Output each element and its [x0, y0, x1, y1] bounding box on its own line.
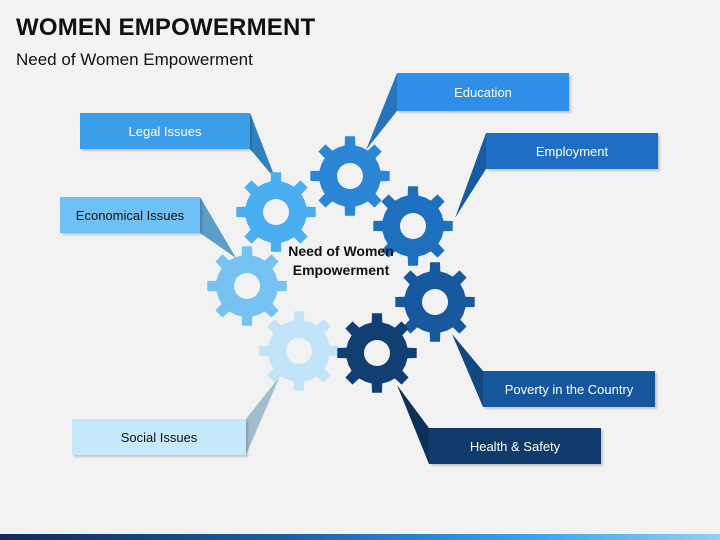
gear-icon-education [310, 136, 390, 216]
center-label: Need of Women Empowerment [288, 243, 394, 278]
label-box-social: Social Issues [72, 419, 246, 455]
label-box-health: Health & Safety [429, 428, 601, 464]
label-box-employment: Employment [486, 133, 658, 169]
connector-employment [455, 133, 486, 218]
label-box-economical: Economical Issues [60, 197, 200, 233]
label-box-education: Education [397, 73, 569, 111]
connector-poverty [452, 334, 483, 407]
gear-icon-social [259, 311, 339, 391]
connector-social [246, 376, 280, 455]
gear-icon-employment [373, 186, 453, 266]
gear-icon-economical [207, 246, 287, 326]
connector-legal [250, 113, 276, 180]
connector-education [366, 73, 397, 150]
label-box-poverty: Poverty in the Country [483, 371, 655, 407]
page-subtitle: Need of Women Empowerment [16, 50, 253, 69]
connector-economical [200, 197, 236, 258]
page-title: WOMEN EMPOWERMENT [16, 14, 316, 41]
label-box-legal: Legal Issues [80, 113, 250, 149]
connector-health [397, 385, 429, 464]
gear-icon-health [337, 313, 417, 393]
gear-icon-poverty [395, 262, 475, 342]
gear-icon-legal [236, 172, 316, 252]
bottom-accent-bar [0, 534, 720, 540]
